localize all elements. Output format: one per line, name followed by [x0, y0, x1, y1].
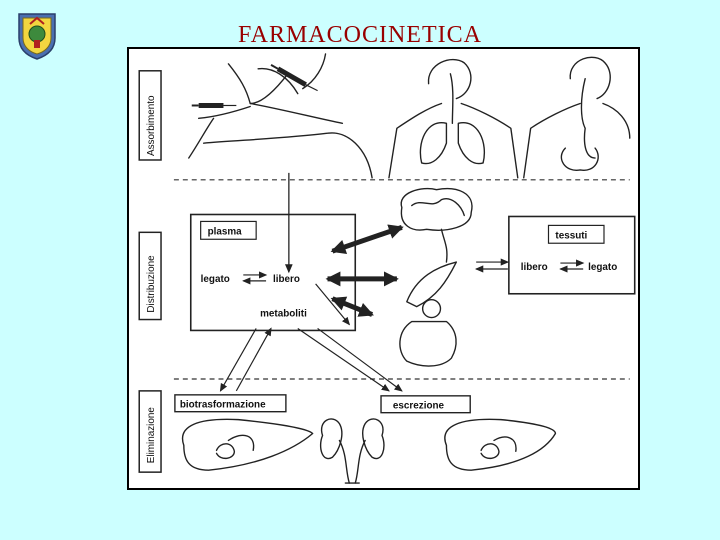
tissue-header-box [547, 224, 605, 244]
plasma-brain-arrow [330, 224, 404, 255]
biotransformation-to-metabolites-arrow [235, 327, 272, 392]
section-box-absorption [138, 70, 162, 161]
liver-illustration [181, 418, 314, 471]
section-label-absorption: Assorbimento [146, 95, 157, 156]
plasma-equilibrium-arrows [242, 271, 268, 285]
plasma-bound-label: legato [201, 274, 230, 285]
plasma-header-label: plasma [208, 226, 243, 237]
metabolites-to-excretion-arrow [297, 327, 390, 392]
kidneys-illustration [319, 418, 385, 484]
excretion-label: escrezione [393, 401, 445, 412]
free-metabolites-arrow [315, 283, 351, 326]
liver-illustration [444, 418, 557, 471]
section-box-elimination [138, 390, 162, 473]
tissue-header-label: tessuti [555, 230, 587, 241]
section-label-distribution: Distribuzione [146, 255, 157, 313]
body-illustration [399, 299, 457, 367]
brain-illustration [400, 188, 473, 263]
injection-arm-illustration [188, 53, 373, 179]
tissue-free-label: libero [521, 262, 548, 273]
free-to-excretion-arrow [317, 327, 403, 392]
section-box-distribution [138, 231, 162, 321]
tissue-organ-illustration [406, 261, 458, 308]
tissue-compartment [508, 215, 636, 295]
syringe-icon [270, 63, 318, 92]
digestive-tract-illustration [523, 56, 631, 179]
plasma-header-box [200, 220, 257, 240]
plasma-metabolites-label: metaboliti [260, 309, 307, 320]
pharmacokinetics-diagram: Assorbimento Distribuzione Eliminazione [127, 47, 640, 490]
page-title: FARMACOCINETICA [0, 22, 720, 51]
tissue-equilibrium-arrows [474, 258, 585, 273]
lungs-torso-illustration [388, 58, 519, 179]
excretion-box [380, 395, 471, 414]
plasma-free-label: libero [273, 274, 300, 285]
plasma-body-arrow [330, 296, 374, 317]
biotransformation-box [174, 394, 287, 413]
diagram-canvas: Assorbimento Distribuzione Eliminazione [138, 53, 636, 484]
coat-of-arms-icon [16, 10, 58, 60]
metabolites-to-biotransformation-arrow [219, 328, 257, 392]
biotransformation-label: biotrasformazione [180, 400, 266, 411]
section-label-elimination: Eliminazione [146, 407, 157, 464]
tissue-bound-label: legato [588, 262, 617, 273]
